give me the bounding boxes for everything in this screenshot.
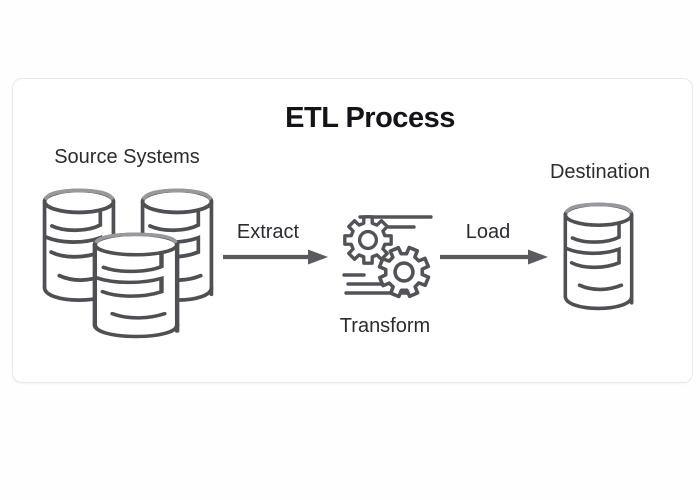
source-systems-label: Source Systems xyxy=(54,146,200,168)
extract-arrow-label: Extract xyxy=(236,221,300,243)
destination-label: Destination xyxy=(549,161,651,183)
gears-processing-icon xyxy=(342,215,438,300)
database-cluster-icon xyxy=(42,188,214,346)
load-arrow xyxy=(440,249,548,265)
destination-database-icon xyxy=(563,202,634,311)
page-title: ETL Process xyxy=(285,102,455,134)
extract-arrow xyxy=(223,249,328,265)
load-arrow-label: Load xyxy=(465,221,511,243)
transform-label: Transform xyxy=(339,315,431,337)
